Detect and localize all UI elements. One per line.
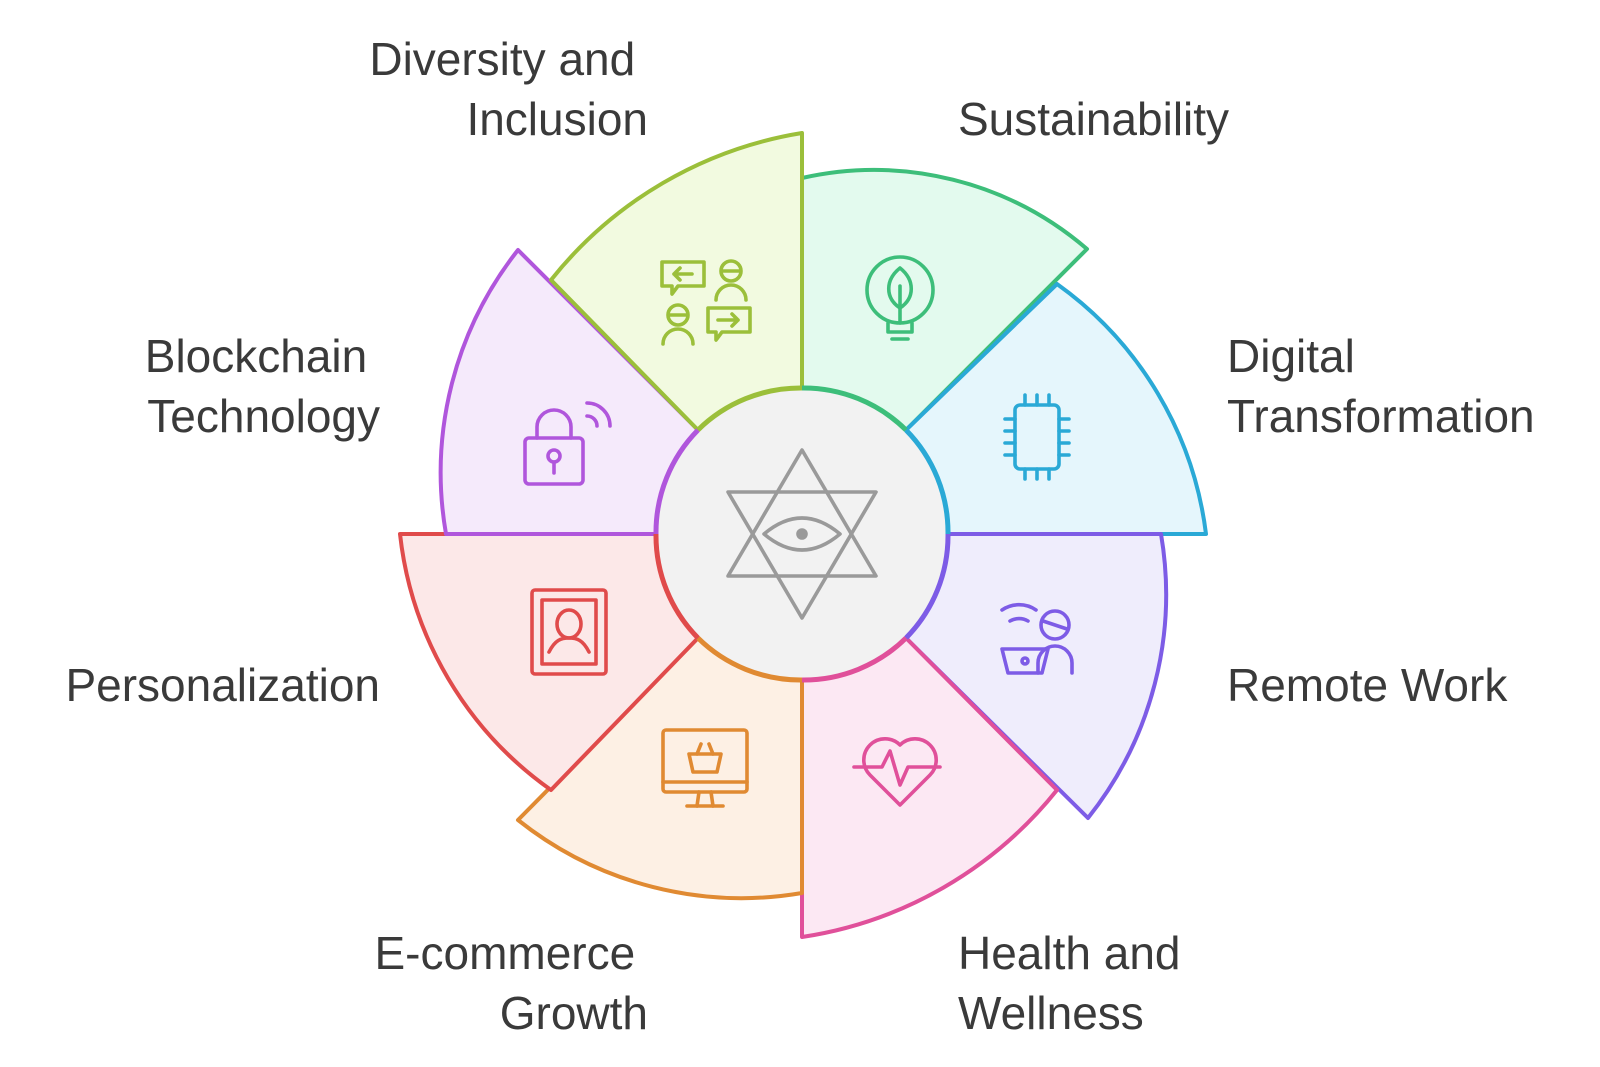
- label-personalization: Personalization: [65, 659, 380, 711]
- label-blockchain-technology: Blockchain Technology: [145, 330, 380, 442]
- label-ecommerce-growth: E-commerce Growth: [375, 927, 649, 1039]
- segment-diversity-inclusion: Diversity and Inclusion: [369, 33, 804, 432]
- hub-arc-remote-work: [904, 533, 951, 640]
- lightbulb-leaf-icon: [865, 255, 935, 341]
- microchip-icon: [1003, 393, 1071, 481]
- segment-personalization: Personalization: [65, 532, 700, 792]
- star-of-david-eye-icon: [726, 448, 878, 620]
- monitor-basket-icon: [661, 728, 749, 808]
- heart-pulse-icon: [852, 737, 942, 807]
- wireless-lock-icon: [523, 401, 612, 486]
- center-hub: [653, 385, 951, 683]
- label-health-wellness: Health and Wellness: [958, 927, 1193, 1039]
- label-remote-work: Remote Work: [1227, 659, 1508, 711]
- label-digital-transformation: Digital Transformation: [1227, 330, 1535, 442]
- segment-ecommerce-growth: E-commerce Growth: [375, 636, 804, 1039]
- hub-arc-blockchain-technology: [653, 428, 700, 535]
- hub-arc-digital-transformation: [904, 428, 951, 535]
- user-portrait-icon: [530, 588, 608, 676]
- hub-arc-diversity-inclusion: [696, 385, 803, 432]
- remote-worker-laptop-icon: [1000, 602, 1074, 675]
- label-sustainability: Sustainability: [958, 93, 1229, 145]
- hub-arc-ecommerce-growth: [696, 636, 803, 683]
- segment-health-wellness: Health and Wellness: [800, 636, 1193, 1039]
- segment-remote-work: Remote Work: [904, 532, 1508, 820]
- segment-blockchain-technology: Blockchain Technology: [145, 248, 700, 536]
- label-diversity-inclusion: Diversity and Inclusion: [369, 33, 648, 145]
- hub-arc-sustainability: [801, 385, 908, 432]
- hub-arc-personalization: [653, 533, 700, 640]
- people-exchange-icon: [660, 259, 752, 346]
- hub-arc-health-wellness: [801, 636, 908, 683]
